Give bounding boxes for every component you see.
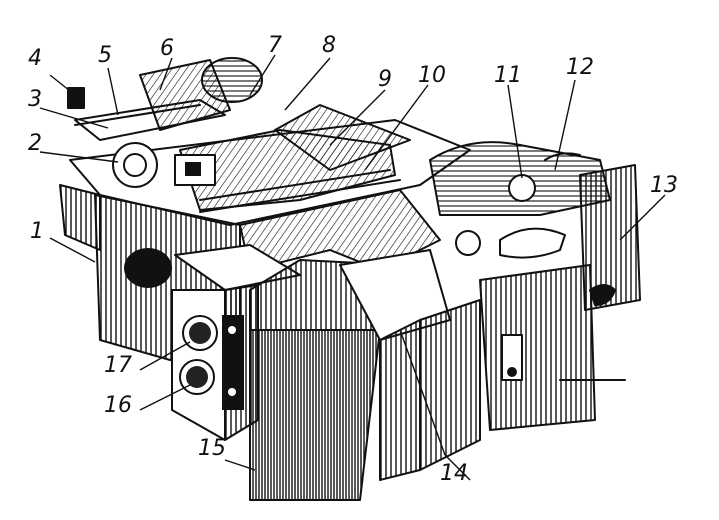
label-11: 11	[494, 63, 522, 88]
label-6: 6	[160, 36, 174, 61]
label-9: 9	[378, 67, 392, 92]
label-1: 1	[30, 219, 44, 244]
label-14: 14	[440, 461, 468, 486]
leader-lines	[39, 54, 666, 481]
top-mechanism	[67, 57, 411, 213]
label-10: 10	[418, 63, 446, 88]
right-unit	[429, 141, 641, 431]
handle-13-icon	[589, 284, 616, 306]
reel-7-icon	[201, 57, 263, 103]
label-15: 15	[198, 436, 226, 461]
label-17: 17	[104, 353, 132, 378]
label-4: 4	[28, 46, 42, 71]
paper-tape	[249, 259, 401, 501]
part-labels: 1 2 3 4 5 6 7 8 9 10 11 12 13 14 15 16 1…	[28, 33, 678, 486]
label-16: 16	[104, 393, 132, 418]
label-8: 8	[322, 33, 336, 58]
label-2: 2	[28, 131, 42, 156]
knob-11-icon	[508, 174, 536, 202]
label-12: 12	[566, 55, 594, 80]
label-7: 7	[268, 33, 282, 58]
label-3: 3	[28, 87, 42, 112]
label-13: 13	[650, 173, 678, 198]
label-5: 5	[98, 43, 112, 68]
